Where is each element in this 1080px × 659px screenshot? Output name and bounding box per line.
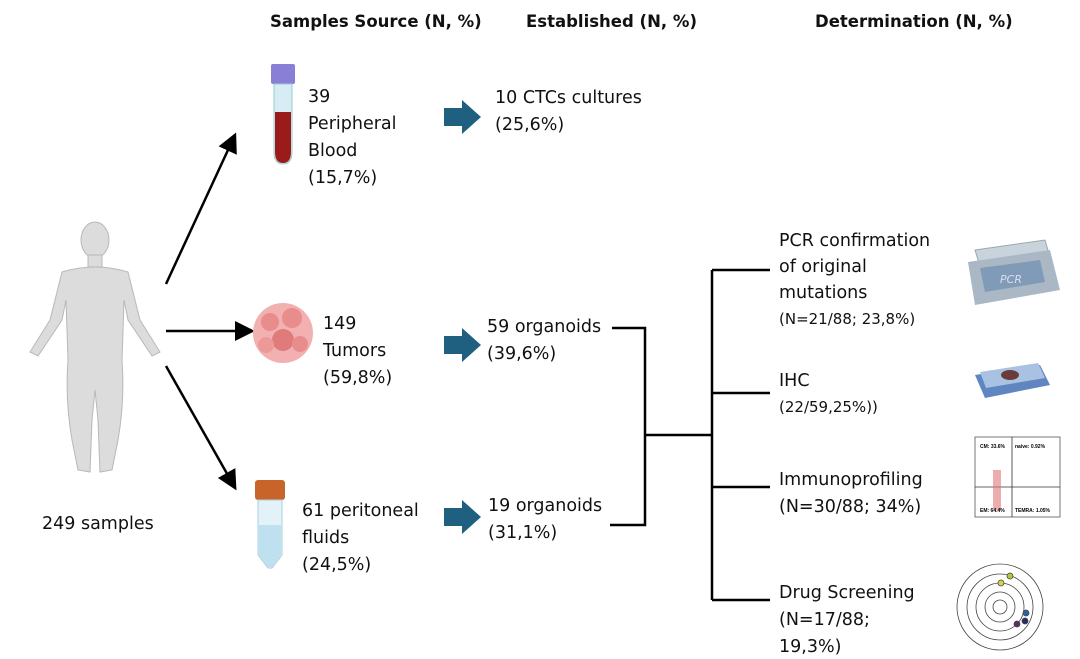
established-tumor-organoids: 59 organoids(39,6%) bbox=[487, 317, 602, 364]
header-established: Established (N, %) bbox=[526, 12, 697, 31]
determination-drug-screening: Drug Screening(N=17/88;19,3%) bbox=[779, 583, 915, 657]
svg-text:PCR: PCR bbox=[1000, 273, 1022, 286]
established-ctc: 10 CTCs cultures(25,6%) bbox=[495, 88, 642, 135]
pcr-machine-icon: PCR bbox=[968, 239, 1060, 305]
arrow-to-blood bbox=[164, 132, 237, 285]
flow-cytometry-plot: CM: 33.6% naive: 0.92% EM: 64.4% TEMRA: … bbox=[974, 436, 1061, 518]
determination-ihc: IHC(22/59,25%)) bbox=[779, 371, 878, 416]
arrow-to-fluids bbox=[164, 365, 237, 491]
svg-text:TEMRA: 1.05%: TEMRA: 1.05% bbox=[1015, 508, 1051, 514]
connector-lines bbox=[610, 268, 770, 602]
established-fluid-organoids: 19 organoids(31,1%) bbox=[488, 496, 603, 543]
tumor-cells-icon bbox=[253, 303, 313, 363]
header-samples-source: Samples Source (N, %) bbox=[270, 12, 482, 31]
total-samples: 249 samples bbox=[42, 514, 154, 534]
falcon-tube-icon bbox=[255, 480, 285, 569]
determination-immunoprofiling: Immunoprofiling(N=30/88; 34%) bbox=[779, 470, 923, 517]
arrow-right-icon bbox=[444, 500, 481, 534]
svg-text:CM: 33.6%: CM: 33.6% bbox=[980, 444, 1006, 450]
ihc-scanner-icon bbox=[975, 363, 1050, 398]
blood-tube-icon bbox=[271, 64, 295, 165]
header-determination: Determination (N, %) bbox=[815, 12, 1013, 31]
drug-screening-radar-plot bbox=[956, 563, 1044, 651]
blue-arrows bbox=[444, 100, 481, 534]
svg-text:EM: 64.4%: EM: 64.4% bbox=[980, 508, 1005, 514]
arrow-right-icon bbox=[444, 100, 481, 134]
human-figure-icon bbox=[29, 221, 161, 473]
svg-text:naive: 0.92%: naive: 0.92% bbox=[1015, 444, 1046, 450]
arrow-right-icon bbox=[444, 328, 481, 362]
